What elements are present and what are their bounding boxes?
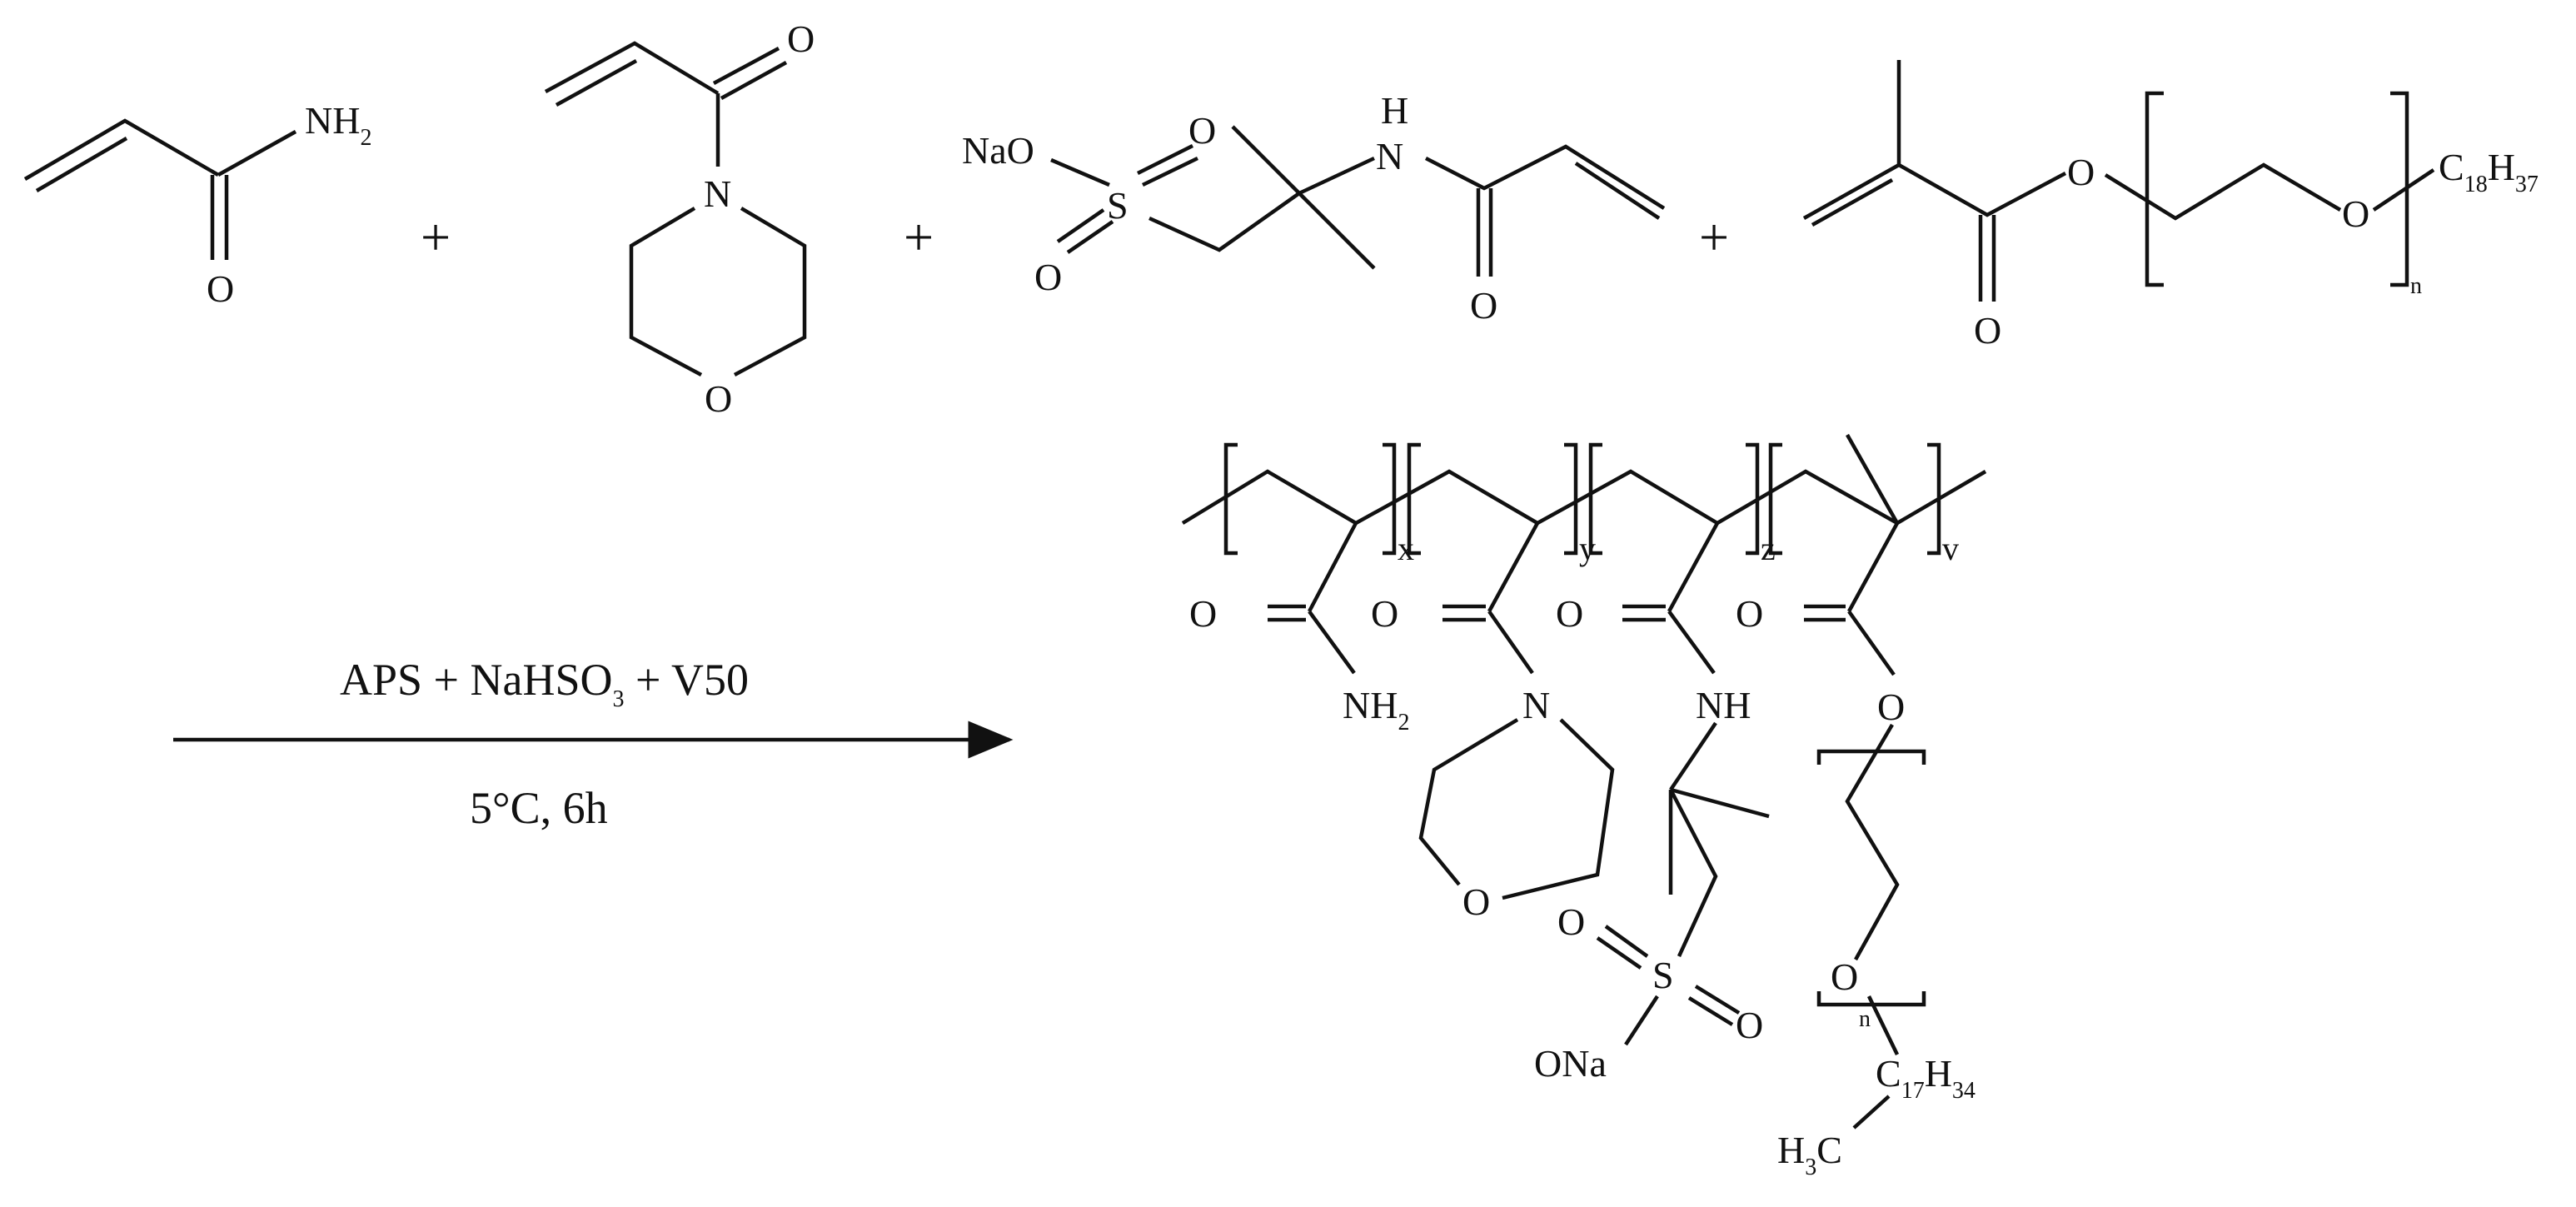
unit-z-nh: NH bbox=[1696, 684, 1751, 726]
amps-amide-n: N bbox=[1376, 135, 1403, 177]
repeat-v: v bbox=[1942, 530, 1959, 567]
amps-carbonyl-o: O bbox=[1470, 284, 1497, 327]
repeat-y: y bbox=[1579, 530, 1596, 567]
unit-v-ether-o: O bbox=[1831, 955, 1858, 998]
amps-nao: NaO bbox=[962, 129, 1034, 172]
peg-repeat-n: n bbox=[2410, 273, 2422, 299]
amps-s: S bbox=[1107, 184, 1129, 227]
acrylamide-nh: NH2 bbox=[305, 99, 371, 151]
conditions-label: 5°C, 6h bbox=[470, 783, 608, 833]
plus-sign-2: + bbox=[904, 207, 934, 267]
unit-z-ona: ONa bbox=[1534, 1042, 1607, 1085]
unit-y-carbonyl-o: O bbox=[1371, 592, 1398, 635]
acrylamide-monomer: NH2 O bbox=[23, 99, 371, 310]
unit-v-peg-repeat-n: n bbox=[1859, 1006, 1871, 1032]
unit-y-n: N bbox=[1522, 684, 1550, 726]
unit-x-nh2: NH2 bbox=[1343, 684, 1409, 736]
morpholine-o: O bbox=[705, 377, 732, 420]
ether-o: O bbox=[2342, 192, 2369, 235]
octadecyl-group: C18H37 bbox=[2439, 146, 2539, 197]
repeat-z: z bbox=[1761, 530, 1776, 567]
methacrylate-macromonomer: O O O n C18H37 bbox=[1802, 60, 2539, 352]
unit-z-s: S bbox=[1652, 954, 1674, 996]
plus-sign-1: + bbox=[421, 207, 451, 267]
acrylamide-carbonyl-o: O bbox=[207, 267, 234, 310]
acryloylmorpholine-monomer: O N O bbox=[544, 17, 815, 420]
amps-sulfonyl-o-bottom: O bbox=[1034, 256, 1062, 298]
morpholine-n: N bbox=[704, 172, 731, 215]
reagents-label: APS + NaHSO3 + V50 bbox=[340, 655, 749, 712]
plus-sign-3: + bbox=[1699, 207, 1729, 267]
unit-v-c17h34: C17H34 bbox=[1876, 1052, 1976, 1104]
copolymer-product: x y z v O NH2 O N O O NH bbox=[1181, 433, 1987, 1180]
unit-z-carbonyl-o: O bbox=[1556, 592, 1583, 635]
unit-v-ester-o: O bbox=[1877, 686, 1905, 728]
repeat-x: x bbox=[1398, 530, 1414, 567]
amps-sulfonyl-o-top: O bbox=[1188, 109, 1216, 152]
reaction-conditions: APS + NaHSO3 + V50 5°C, 6h bbox=[173, 655, 1014, 833]
unit-v-h3c: H3C bbox=[1777, 1129, 1842, 1180]
amps-amide-h: H bbox=[1381, 89, 1408, 132]
acryloylmorpholine-carbonyl-o: O bbox=[787, 17, 815, 60]
ester-carbonyl-o: O bbox=[1974, 309, 2001, 352]
unit-z-sulfonyl-o-right: O bbox=[1736, 1004, 1763, 1046]
unit-x-carbonyl-o: O bbox=[1189, 592, 1217, 635]
unit-y-o: O bbox=[1462, 880, 1490, 923]
amps-sodium-monomer: NaO O S O H N O bbox=[962, 89, 1666, 327]
unit-v-carbonyl-o: O bbox=[1736, 592, 1763, 635]
unit-z-sulfonyl-o-left: O bbox=[1557, 900, 1585, 943]
ester-o-single: O bbox=[2067, 151, 2095, 193]
